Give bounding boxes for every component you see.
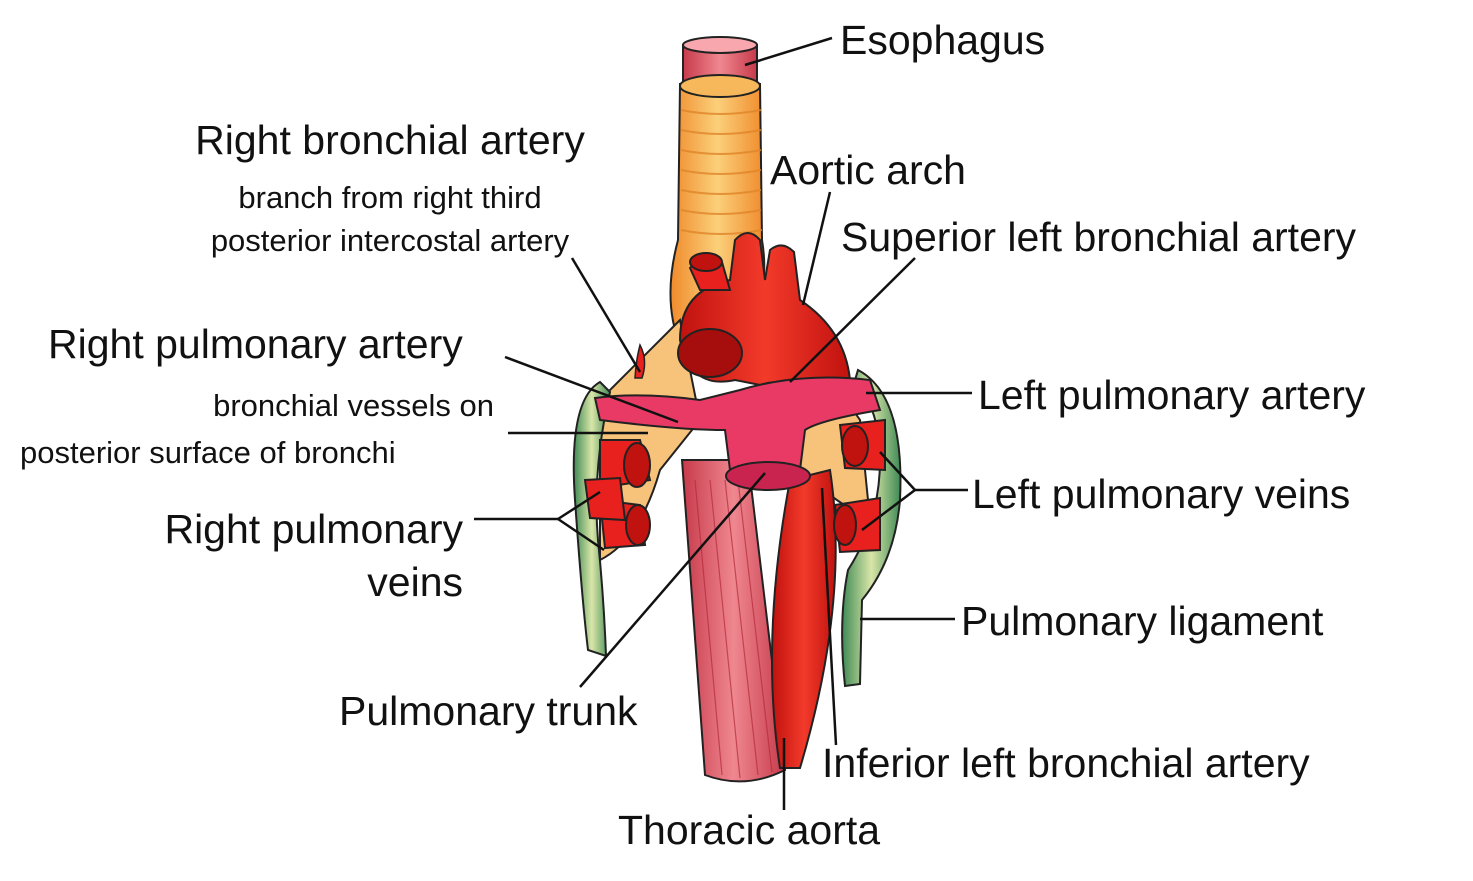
left-pulmonary-veins bbox=[833, 418, 886, 554]
label-right-pulmonary-veins-1: Right pulmonary bbox=[164, 506, 463, 552]
label-right-pulmonary-veins-2: veins bbox=[367, 559, 463, 605]
label-bronchial-vessels-2: posterior surface of bronchi bbox=[20, 435, 396, 470]
right-pulmonary-veins bbox=[583, 439, 652, 550]
label-bronchial-vessels-1: bronchial vessels on bbox=[213, 388, 494, 423]
label-pulmonary-ligament: Pulmonary ligament bbox=[961, 598, 1324, 644]
label-thoracic-aorta: Thoracic aorta bbox=[618, 807, 881, 853]
label-esophagus: Esophagus bbox=[840, 17, 1046, 63]
label-right-pulmonary-artery: Right pulmonary artery bbox=[48, 321, 463, 367]
label-left-pulmonary-veins: Left pulmonary veins bbox=[972, 471, 1351, 517]
label-pulmonary-trunk: Pulmonary trunk bbox=[339, 688, 638, 734]
pulmonary-arteries bbox=[593, 376, 882, 491]
label-right-bronchial-artery-note-2: posterior intercostal artery bbox=[210, 223, 570, 258]
aortic-arch bbox=[677, 232, 852, 402]
right-bronchial-artery-shape bbox=[634, 342, 646, 379]
leader-lines bbox=[474, 36, 972, 810]
label-left-pulmonary-artery: Left pulmonary artery bbox=[978, 372, 1366, 418]
thoracic-aorta bbox=[771, 468, 837, 769]
label-right-bronchial-artery: Right bronchial artery bbox=[195, 117, 585, 163]
label-aortic-arch: Aortic arch bbox=[770, 147, 966, 193]
label-superior-left-bronchial-artery: Superior left bronchial artery bbox=[841, 214, 1357, 260]
label-right-bronchial-artery-note-1: branch from right third bbox=[238, 180, 542, 215]
label-inferior-left-bronchial-artery: Inferior left bronchial artery bbox=[822, 740, 1310, 786]
